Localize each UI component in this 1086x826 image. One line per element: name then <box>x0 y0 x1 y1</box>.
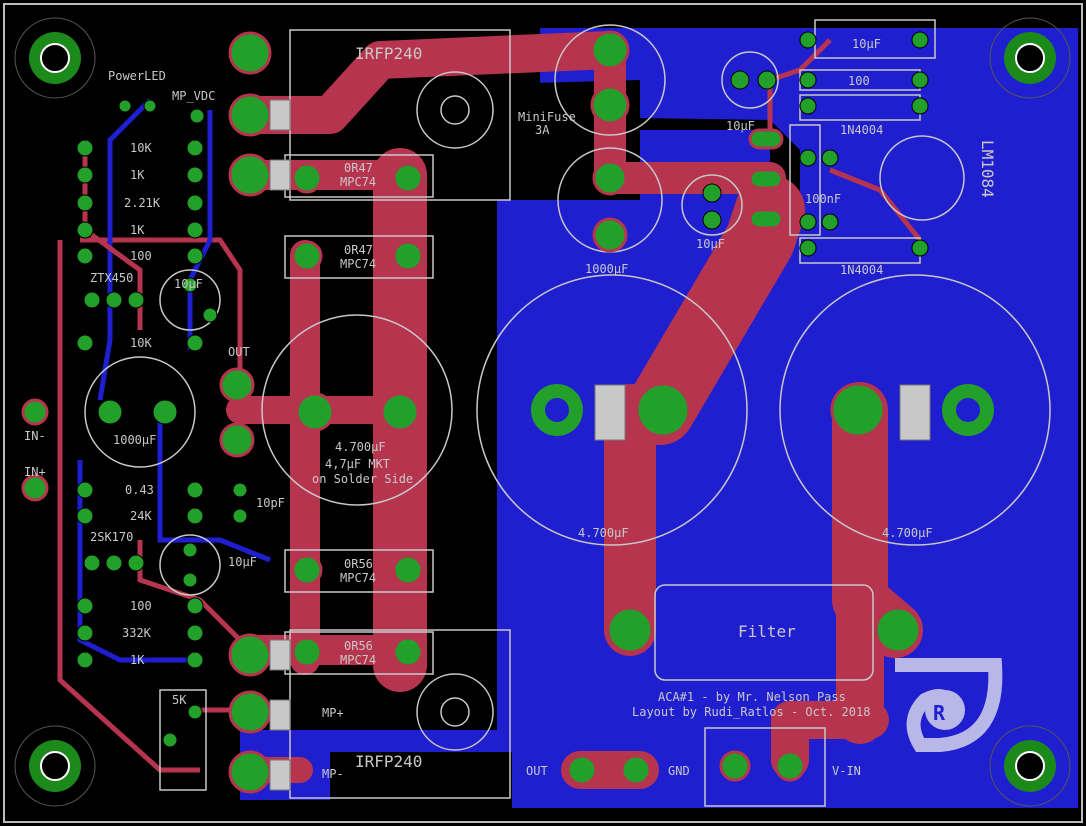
brand-logo-icon: R <box>895 658 1003 752</box>
label-r10: 332K <box>122 626 152 640</box>
label-c4700u-bulk1: 4.700µF <box>578 526 629 540</box>
label-out-node: OUT <box>228 345 250 359</box>
label-r3: 2.21K <box>124 196 161 210</box>
label-c10p: 10pF <box>256 496 285 510</box>
label-src2-type: MPC74 <box>340 257 376 271</box>
label-r12: 100 <box>848 74 870 88</box>
label-minifuse-rating: 3A <box>535 123 550 137</box>
labels: IRFP240 IRFP240 PowerLED MP_VDC 10K 1K 2… <box>24 37 997 781</box>
label-c100n: 100nF <box>805 192 841 206</box>
label-r7: 0.43 <box>125 483 154 497</box>
label-credits-2: Layout by Rudi_Ratlos - Oct. 2018 <box>632 705 870 719</box>
label-r11: 1K <box>130 653 145 667</box>
label-mp-vdc: MP_VDC <box>172 89 215 103</box>
label-regulator: LM1084 <box>978 140 997 198</box>
label-mkt: 4,7µF MKT <box>325 457 390 471</box>
label-c4700u-bulk2: 4.700µF <box>882 526 933 540</box>
label-solder-side: on Solder Side <box>312 472 413 486</box>
mounting-hole-tl <box>14 17 96 99</box>
label-filter: Filter <box>738 622 796 641</box>
pads <box>21 30 994 794</box>
label-minifuse: MiniFuse <box>518 110 576 124</box>
label-src4: 0R56 <box>344 639 373 653</box>
label-mp-minus: MP- <box>322 767 344 781</box>
label-r5: 100 <box>130 249 152 263</box>
label-c10u-b: 10µF <box>228 555 257 569</box>
label-r1: 10K <box>130 141 152 155</box>
label-src2: 0R47 <box>344 243 373 257</box>
label-c10u-e: 10µF <box>852 37 881 51</box>
label-src3: 0R56 <box>344 557 373 571</box>
label-r9: 100 <box>130 599 152 613</box>
mounting-holes <box>14 17 1071 807</box>
label-c10u-a: 10µF <box>174 277 203 291</box>
mounting-hole-br <box>989 725 1071 807</box>
pour-cutout <box>497 80 800 200</box>
label-src1: 0R47 <box>344 161 373 175</box>
label-c4700u-out: 4.700µF <box>335 440 386 454</box>
mounting-hole-bl <box>14 725 96 807</box>
label-diode2: 1N4004 <box>840 263 883 277</box>
label-2sk170: 2SK170 <box>90 530 133 544</box>
label-diode1: 1N4004 <box>840 123 883 137</box>
label-in-plus: IN+ <box>24 465 46 479</box>
label-c10u-d: 10µF <box>696 237 725 251</box>
label-irfp240-top: IRFP240 <box>355 44 422 63</box>
label-credits-1: ACA#1 - by Mr. Nelson Pass <box>658 690 846 704</box>
label-irfp240-bottom: IRFP240 <box>355 752 422 771</box>
label-r8: 24K <box>130 509 152 523</box>
label-r6: 10K <box>130 336 152 350</box>
label-src3-type: MPC74 <box>340 571 376 585</box>
label-r4: 1K <box>130 223 145 237</box>
label-c10u-c: 10µF <box>726 119 755 133</box>
label-ztx450: ZTX450 <box>90 271 133 285</box>
label-c1000u-in: 1000µF <box>113 433 156 447</box>
label-trimmer: 5K <box>172 693 187 707</box>
label-c1000u-psu: 1000µF <box>585 262 628 276</box>
label-r2: 1K <box>130 168 145 182</box>
label-power-led: PowerLED <box>108 69 166 83</box>
label-out-connector: OUT <box>526 764 548 778</box>
label-src4-type: MPC74 <box>340 653 376 667</box>
svg-text:R: R <box>933 701 946 725</box>
label-in-minus: IN- <box>24 429 46 443</box>
label-src1-type: MPC74 <box>340 175 376 189</box>
label-v-in: V-IN <box>832 764 861 778</box>
label-gnd: GND <box>668 764 690 778</box>
label-mp-plus: MP+ <box>322 706 344 720</box>
mounting-hole-tr <box>989 17 1071 99</box>
